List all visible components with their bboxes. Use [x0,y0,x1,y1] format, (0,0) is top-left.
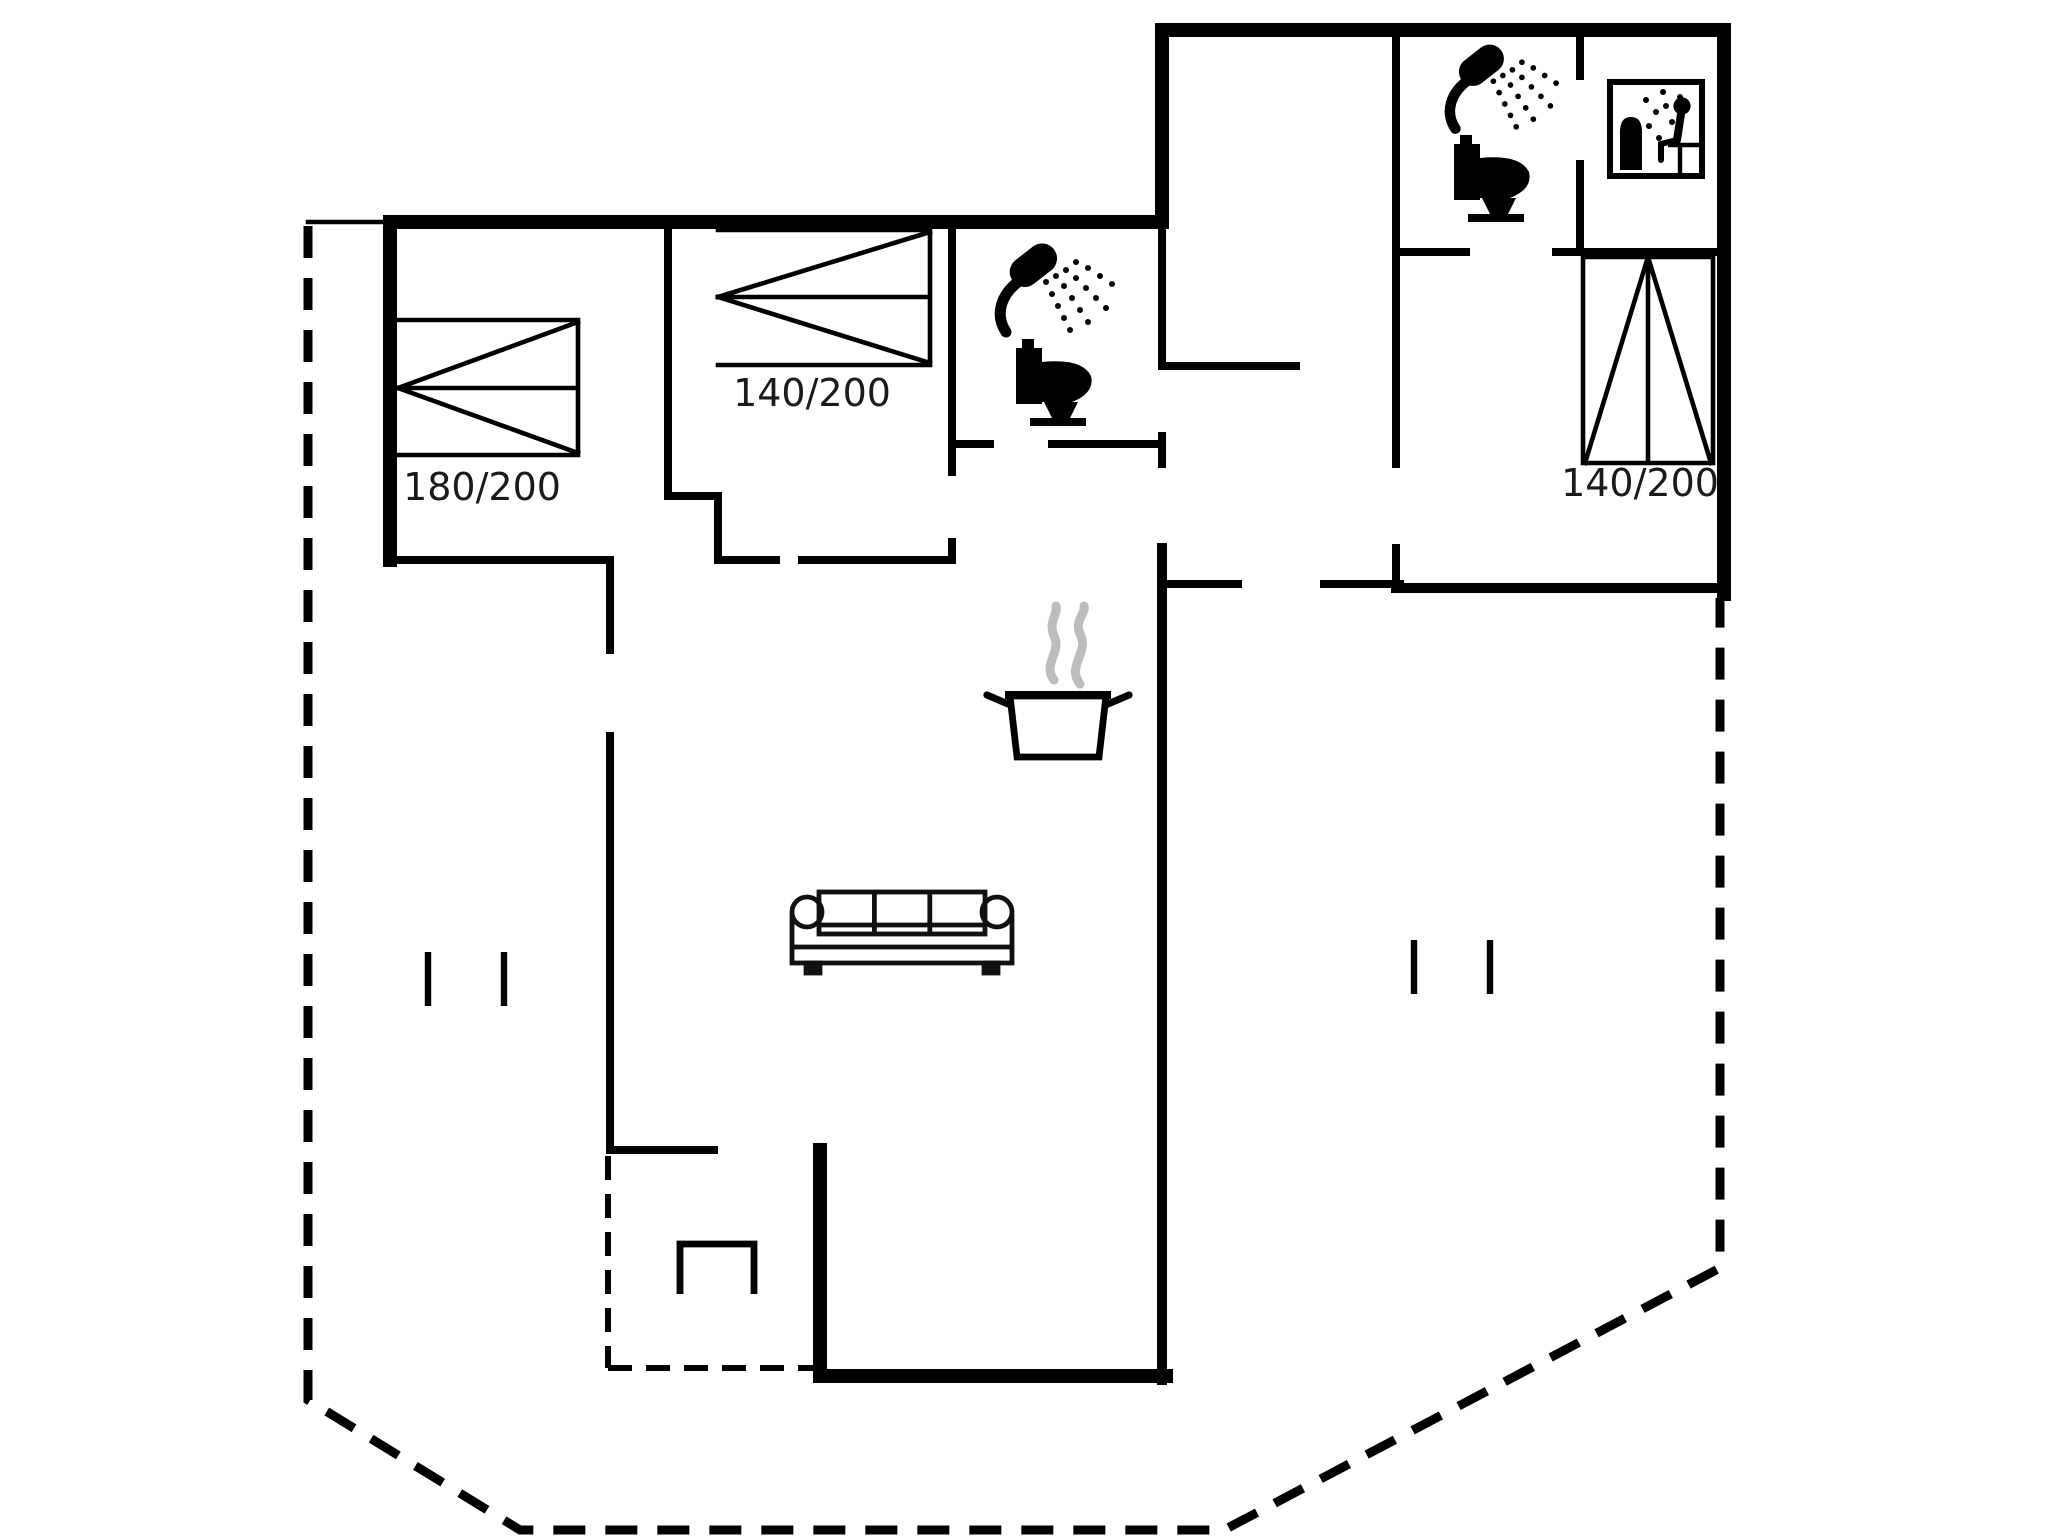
sauna-icon [1607,79,1705,179]
shower-icon [1000,237,1115,333]
sofa-icon [789,889,1015,976]
toilet-icon [1016,339,1092,426]
steam-icon [1071,601,1089,689]
bed-double: 140/200 [715,227,933,415]
steam-icon [1045,601,1061,685]
toilet-icon [1454,135,1530,222]
bed-double: 180/200 [395,317,581,509]
bed-size-label: 140/200 [733,371,891,415]
cooking-pot-icon [983,601,1133,761]
bed-size-label: 140/200 [1561,461,1719,505]
terrace-dashed-outline [303,219,1725,1535]
bed-double: 140/200 [1561,254,1719,505]
bed-size-label: 180/200 [403,465,561,509]
glass-opening-dashed [605,1156,816,1371]
window-opening-marks [424,940,1494,1006]
exterior-walls [383,23,1731,1385]
interior-walls [386,26,1728,1154]
fireplace-icon [676,1240,758,1294]
shower-icon [1450,39,1559,130]
